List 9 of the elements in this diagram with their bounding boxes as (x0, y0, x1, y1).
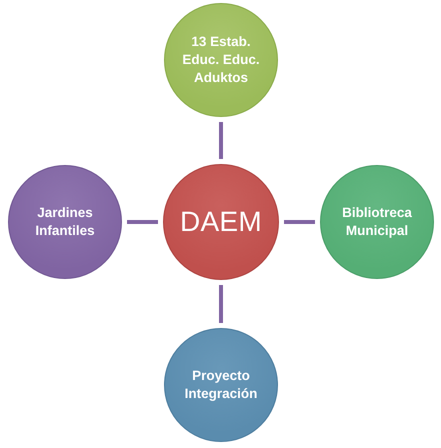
node-label: Proyecto Integración (184, 367, 258, 403)
node-label: Jardines Infantiles (34, 204, 96, 240)
connector-line (127, 220, 158, 224)
node-label: DAEM (178, 205, 264, 239)
connector-line (284, 220, 315, 224)
connector-line (219, 122, 223, 159)
connector-line (219, 285, 223, 323)
node-label: 13 Estab. Educ. Educ. Aduktos (181, 33, 261, 87)
node-label: Bibliotreca Municipal (341, 204, 413, 240)
